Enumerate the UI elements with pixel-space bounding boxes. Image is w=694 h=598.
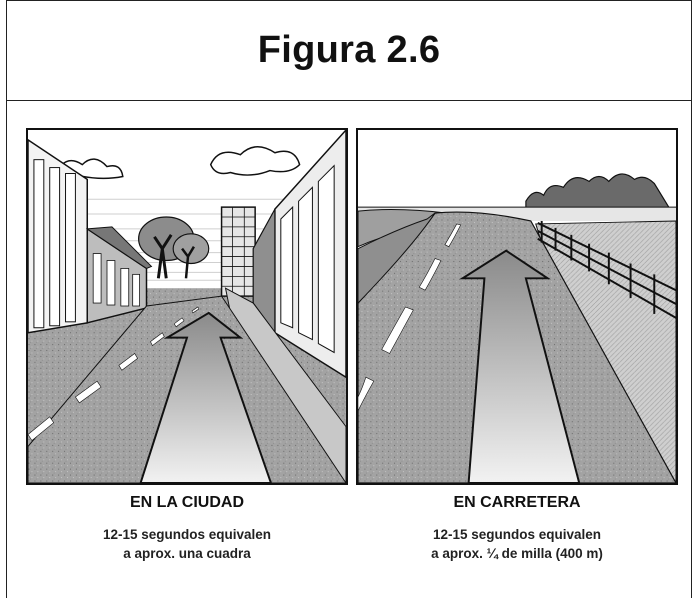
city-description: 12-15 segundos equivalen a aprox. una cu… bbox=[26, 525, 348, 563]
highway-description: 12-15 segundos equivalen a aprox. ¼ de m… bbox=[356, 525, 678, 563]
center-tower bbox=[220, 206, 256, 297]
city-caption: EN LA CIUDAD bbox=[129, 494, 245, 511]
figure-title: Figura 2.6 bbox=[257, 28, 441, 71]
highway-illustration bbox=[356, 128, 678, 485]
tree bbox=[138, 216, 210, 279]
fence bbox=[537, 220, 676, 319]
city-illustration bbox=[26, 128, 348, 485]
cloud-right bbox=[209, 146, 301, 176]
figure-header: Figura 2.6 bbox=[6, 0, 692, 101]
city-description-line: a aprox. una cuadra bbox=[123, 546, 251, 561]
distance-arrow bbox=[139, 311, 272, 483]
figure-frame bbox=[6, 0, 692, 598]
highway-caption: EN CARRETERA bbox=[453, 494, 581, 511]
city-description-line: 12-15 segundos equivalen bbox=[102, 527, 272, 542]
highway-description-line: a aprox. ¼ de milla (400 m) bbox=[431, 546, 603, 561]
highway-description-line: 12-15 segundos equivalen bbox=[432, 527, 602, 542]
distance-arrow bbox=[459, 249, 581, 483]
